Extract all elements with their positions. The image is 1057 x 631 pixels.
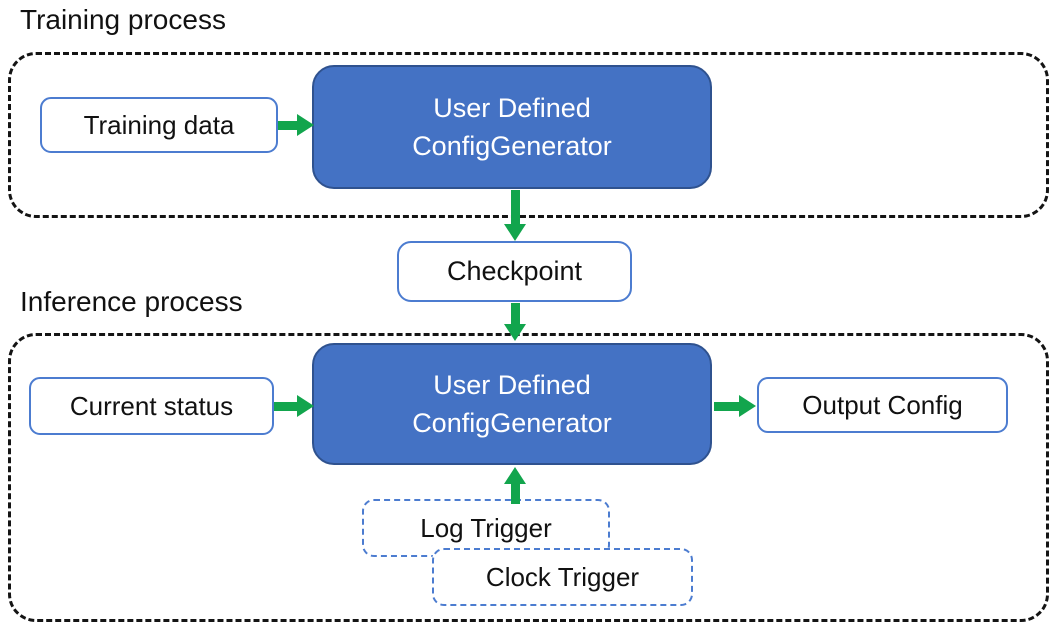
inference-process-label: Inference process [20,286,243,317]
arrow-head-icon [297,114,314,136]
arrow-current-status-to-generator [274,395,314,417]
arrow-shaft [510,303,520,324]
log-trigger-box: Log Trigger [362,499,610,557]
arrow-shaft [274,401,297,411]
arrow-head-icon [504,467,526,484]
training-process-group [8,52,1049,218]
generator-label-line2: ConfigGenerator [412,131,612,161]
arrow-head-icon [504,324,526,341]
arrow-head-icon [739,395,756,417]
arrow-shaft [714,401,739,411]
training-config-generator-box: User Defined ConfigGenerator [312,65,712,189]
checkpoint-box: Checkpoint [397,241,632,302]
training-data-box: Training data [40,97,278,153]
inference-config-generator-box: User Defined ConfigGenerator [312,343,712,465]
clock-trigger-box: Clock Trigger [432,548,693,606]
arrow-generator-to-checkpoint [504,190,526,241]
current-status-box: Current status [29,377,274,435]
generator-label-line1: User Defined [433,370,591,400]
output-config-box: Output Config [757,377,1008,433]
arrow-training-data-to-generator [278,114,314,136]
arrow-shaft [510,190,520,224]
arrow-triggers-to-generator [504,467,526,504]
inference-process-group [8,333,1049,622]
arrow-head-icon [504,224,526,241]
arrow-checkpoint-to-inference-generator [504,303,526,341]
generator-label-line1: User Defined [433,93,591,123]
arrow-shaft [510,484,520,504]
arrow-generator-to-output-config [714,395,756,417]
arrow-head-icon [297,395,314,417]
training-process-label: Training process [20,4,226,35]
arrow-shaft [278,120,297,130]
generator-label-line2: ConfigGenerator [412,408,612,438]
